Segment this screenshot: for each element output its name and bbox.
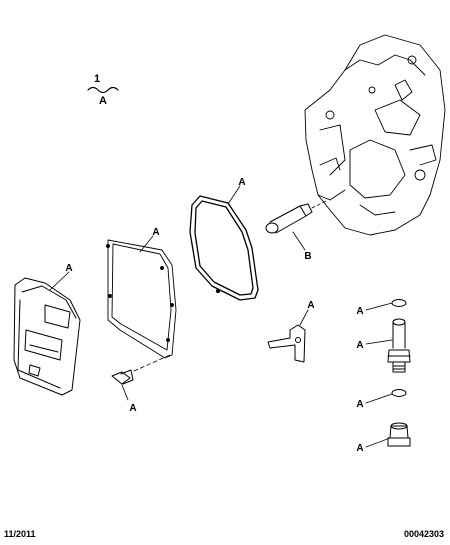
middle-plate xyxy=(106,239,177,359)
stud-bolt xyxy=(387,318,411,373)
label-housing: A xyxy=(65,263,72,274)
front-cover xyxy=(13,277,81,396)
label-washer-top: A xyxy=(356,306,363,317)
label-plate: A xyxy=(152,227,159,238)
tube-fitting xyxy=(265,199,329,234)
bracket xyxy=(267,324,306,363)
legend-number: 1 xyxy=(94,73,100,85)
washer-top xyxy=(391,299,407,307)
label-washer-bottom: A xyxy=(356,399,363,410)
footer-date: 11/2011 xyxy=(4,529,36,539)
legend-letter: A xyxy=(99,95,107,107)
footer-code: 00042303 xyxy=(403,529,444,539)
cover-screw xyxy=(111,354,171,385)
legend-symbol xyxy=(87,86,119,94)
gearbox-housing xyxy=(304,34,446,236)
label-plug: A xyxy=(356,443,363,454)
washer-bottom xyxy=(391,389,407,397)
cover-gasket xyxy=(189,195,259,301)
label-gasket: A xyxy=(238,177,245,188)
label-bracket: A xyxy=(307,300,314,311)
label-tube: B xyxy=(304,251,311,262)
label-screw: A xyxy=(129,403,136,414)
leader-lines xyxy=(49,185,393,448)
label-stud: A xyxy=(356,340,363,351)
drain-plug xyxy=(387,422,411,447)
